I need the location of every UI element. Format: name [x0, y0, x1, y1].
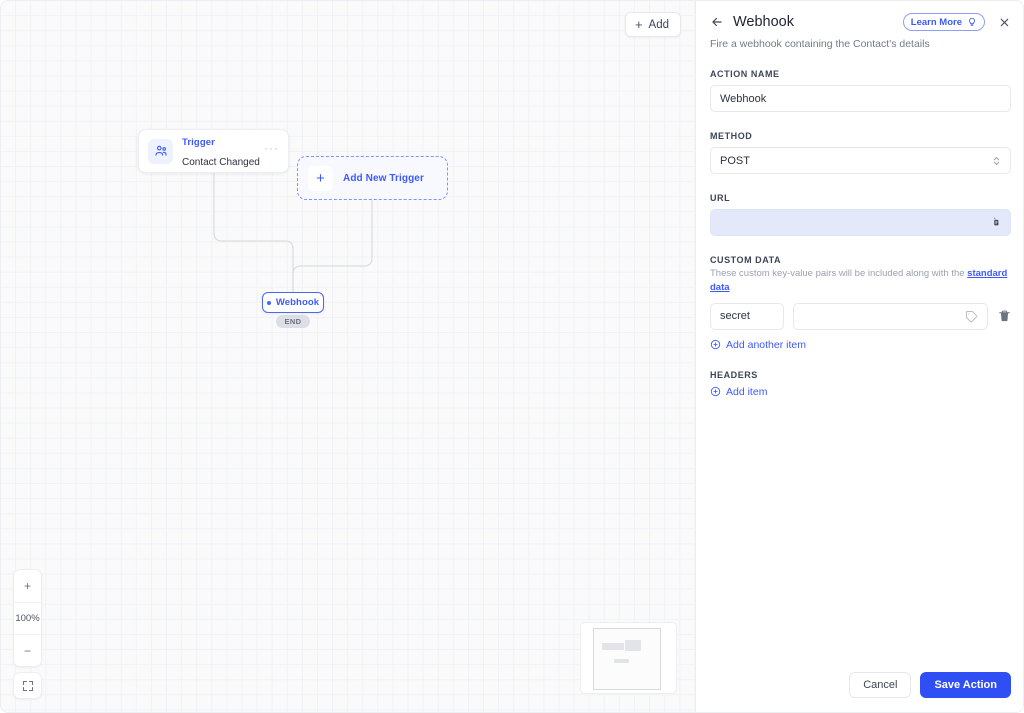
webhook-node-label: Webhook — [275, 297, 320, 308]
node-add-new-trigger[interactable]: + Add New Trigger — [297, 156, 448, 200]
action-config-panel: Webhook Learn More Fire a webhook contai… — [695, 1, 1023, 712]
close-icon[interactable] — [998, 16, 1011, 29]
custom-data-label: CUSTOM DATA — [710, 255, 782, 265]
trigger-node-subtitle: Contact Changed — [182, 157, 260, 168]
trash-icon — [999, 310, 1010, 322]
fit-screen-icon — [22, 680, 33, 691]
headers-label: HEADERS — [710, 369, 758, 380]
zoom-controls: + 100% − — [13, 569, 42, 667]
url-label: URL — [710, 193, 731, 203]
minimap-node — [614, 659, 629, 663]
standard-data-link[interactable]: standard data — [710, 268, 1008, 294]
custom-data-value-input[interactable] — [793, 302, 988, 330]
arrow-left-icon[interactable] — [710, 15, 724, 29]
trigger-node-text: Trigger Contact Changed — [182, 131, 261, 171]
connector-edges — [213, 173, 373, 292]
minimap-viewport[interactable] — [593, 628, 661, 690]
action-name-input[interactable] — [710, 85, 1011, 112]
url-input[interactable] — [710, 209, 1011, 236]
custom-data-helper-text: These custom key-value pairs will be inc… — [710, 268, 968, 279]
trigger-node-title: Trigger — [182, 137, 215, 148]
zoom-level-label[interactable]: 100% — [14, 602, 41, 634]
panel-footer: Cancel Save Action — [696, 672, 1023, 712]
panel-title: Webhook — [733, 14, 794, 30]
node-trigger[interactable]: Trigger Contact Changed ··· — [138, 129, 289, 173]
end-badge: END — [276, 315, 310, 328]
add-another-custom-data-button[interactable]: Add another item — [710, 339, 1011, 351]
method-label: METHOD — [710, 131, 753, 141]
zoom-in-button[interactable]: + — [23, 579, 31, 593]
add-header-item-button[interactable]: Add item — [710, 386, 1011, 398]
learn-more-label: Learn More — [910, 16, 962, 28]
learn-more-button[interactable]: Learn More — [902, 13, 985, 31]
tag-icon[interactable] — [965, 310, 978, 323]
panel-description: Fire a webhook containing the Contact's … — [710, 38, 930, 50]
add-another-item-label: Add another item — [726, 338, 806, 351]
add-button-label: Add — [648, 18, 669, 31]
add-button[interactable]: + Add — [624, 12, 681, 37]
cancel-button[interactable]: Cancel — [849, 672, 912, 698]
plus-icon: + — [634, 16, 643, 32]
panel-body: Webhook Learn More Fire a webhook contai… — [696, 1, 1023, 672]
zoom-out-button[interactable]: − — [14, 634, 41, 666]
status-dot-icon — [266, 300, 271, 305]
custom-data-helper: These custom key-value pairs will be inc… — [710, 267, 1011, 296]
fit-to-screen-button[interactable] — [13, 672, 42, 699]
merge-field-icon[interactable] — [990, 216, 1001, 229]
trigger-node-menu-icon[interactable]: ··· — [264, 141, 279, 155]
plus-circle-icon — [710, 386, 721, 397]
panel-header: Webhook Learn More — [710, 13, 1011, 31]
action-name-label: ACTION NAME — [710, 69, 780, 79]
lightbulb-icon — [969, 17, 975, 26]
add-item-label: Add item — [726, 385, 768, 398]
chevron-updown-icon — [993, 156, 1000, 165]
custom-data-key-input[interactable] — [710, 302, 784, 330]
custom-data-row — [710, 302, 1011, 330]
save-action-button[interactable]: Save Action — [920, 672, 1011, 698]
add-new-trigger-label: Add New Trigger — [343, 172, 424, 184]
minimap[interactable] — [580, 622, 677, 694]
plus-circle-icon — [710, 339, 721, 350]
method-select[interactable]: POST — [710, 147, 1011, 174]
plus-icon: + — [308, 165, 333, 191]
contacts-group-icon — [148, 138, 173, 164]
delete-custom-data-row-button[interactable] — [997, 309, 1011, 323]
method-select-value: POST — [720, 154, 750, 167]
minimap-node — [602, 643, 624, 650]
node-webhook[interactable]: Webhook — [262, 292, 324, 313]
minimap-node — [625, 640, 641, 651]
workflow-canvas[interactable]: + Add Trigger Contact Changed ··· + Ad — [1, 1, 695, 712]
